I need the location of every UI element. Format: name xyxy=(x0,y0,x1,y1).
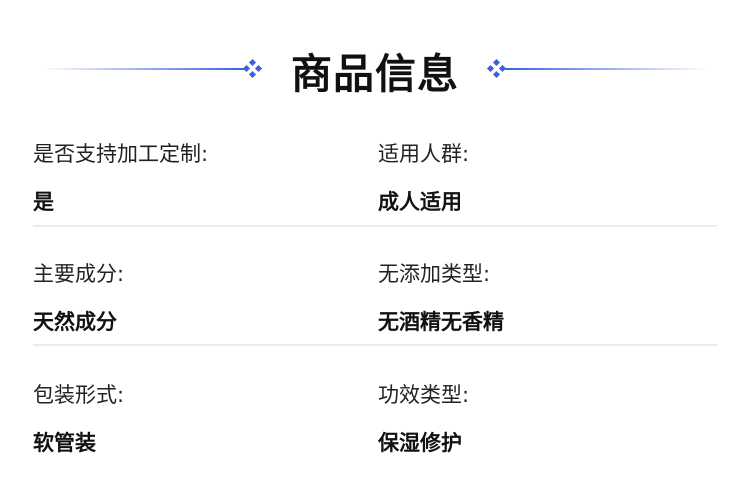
attribute-value: 成人适用 xyxy=(378,190,462,214)
attribute-value: 保湿修护 xyxy=(378,431,462,455)
decorative-line-right xyxy=(505,68,710,70)
attribute-label: 适用人群: xyxy=(378,142,470,166)
attribute-row: 包装形式: 软管装 功效类型: 保湿修护 xyxy=(33,379,717,499)
attribute-item: 是否支持加工定制: 是 xyxy=(33,138,208,216)
attribute-value: 软管装 xyxy=(33,431,96,455)
attribute-item: 主要成分: 天然成分 xyxy=(33,258,124,336)
divider xyxy=(33,225,717,227)
attribute-item: 适用人群: 成人适用 xyxy=(378,138,469,216)
attribute-label: 主要成分: xyxy=(33,262,125,286)
attribute-label: 是否支持加工定制: xyxy=(33,142,209,166)
attribute-row: 主要成分: 天然成分 无添加类型: 无酒精无香精 xyxy=(33,258,717,378)
attribute-item: 功效类型: 保湿修护 xyxy=(378,379,469,457)
attribute-label: 功效类型: xyxy=(378,383,470,407)
attribute-value: 天然成分 xyxy=(33,310,117,334)
attribute-value: 是 xyxy=(33,190,54,214)
section-header: 商品信息 xyxy=(0,38,750,98)
diamond-icon xyxy=(486,58,507,79)
decorative-line-left xyxy=(40,68,245,70)
attribute-item: 无添加类型: 无酒精无香精 xyxy=(378,258,504,336)
divider xyxy=(33,344,717,346)
section-title: 商品信息 xyxy=(291,50,459,98)
attribute-value: 无酒精无香精 xyxy=(378,310,504,334)
attribute-row: 是否支持加工定制: 是 适用人群: 成人适用 xyxy=(33,138,717,258)
attribute-label: 包装形式: xyxy=(33,383,125,407)
attribute-label: 无添加类型: xyxy=(378,262,491,286)
attribute-item: 包装形式: 软管装 xyxy=(33,379,124,457)
